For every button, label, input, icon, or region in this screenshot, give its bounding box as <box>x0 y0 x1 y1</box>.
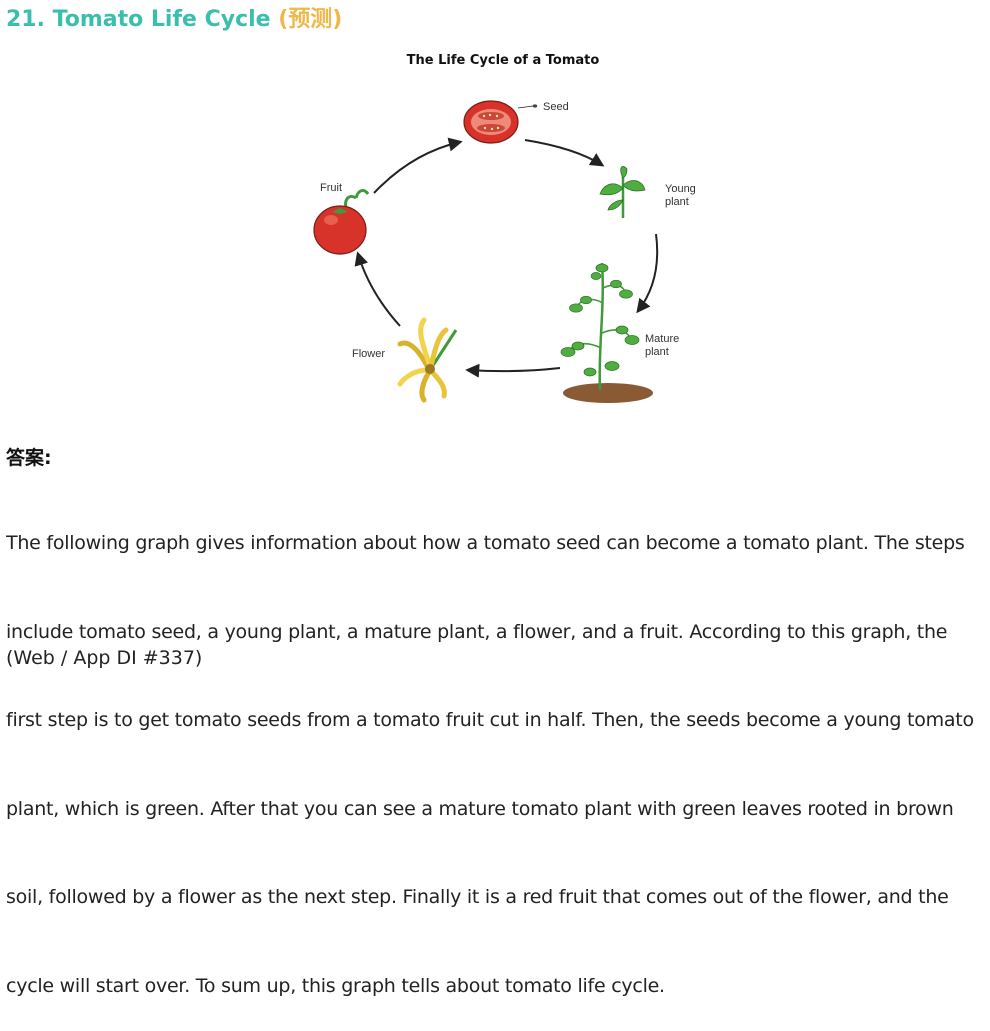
arrow-flower-to-fruit <box>354 251 401 327</box>
arrow-fruit-to-seed <box>373 137 463 194</box>
arrow-seed-to-young <box>524 139 605 167</box>
answer-label: 答案: <box>6 447 52 469</box>
answer-line: soil, followed by a flower as the next s… <box>6 886 949 908</box>
source-reference: (Web / App DI #337) <box>6 647 203 669</box>
label-mature-line1: Mature <box>645 333 679 345</box>
answer-paragraph: The following graph gives information ab… <box>6 470 990 1031</box>
life-cycle-diagram: The Life Cycle of a Tomato Seed <box>300 48 706 418</box>
answer-line: first step is to get tomato seeds from a… <box>6 709 974 731</box>
young-plant-icon <box>599 166 646 218</box>
fruit-tomato-icon <box>313 189 370 255</box>
label-flower: Flower <box>352 348 385 360</box>
heading-tag: (预测) <box>278 7 343 32</box>
diagram-canvas: Seed Young plant <box>313 100 696 403</box>
flower-icon <box>397 317 458 403</box>
answer-line: plant, which is green. After that you ca… <box>6 797 954 820</box>
arrow-young-to-mature <box>636 233 659 314</box>
label-young-line2: plant <box>665 196 689 208</box>
diagram-title: The Life Cycle of a Tomato <box>406 53 600 68</box>
label-fruit: Fruit <box>320 182 342 194</box>
answer-line: include tomato seed, a young plant, a ma… <box>6 620 948 643</box>
answer-line: cycle will start over. To sum up, this g… <box>6 974 665 997</box>
label-seed: Seed <box>543 101 569 113</box>
seed-tomato-half-icon <box>463 100 538 144</box>
label-young-line1: Young <box>665 183 696 195</box>
page-heading: 21. Tomato Life Cycle (预测) <box>6 1 342 33</box>
mature-plant-icon <box>560 262 653 403</box>
arrow-mature-to-flower <box>465 363 561 378</box>
label-mature-line2: plant <box>645 346 669 358</box>
heading-title: 21. Tomato Life Cycle <box>6 7 279 32</box>
answer-line: The following graph gives information ab… <box>6 532 965 554</box>
